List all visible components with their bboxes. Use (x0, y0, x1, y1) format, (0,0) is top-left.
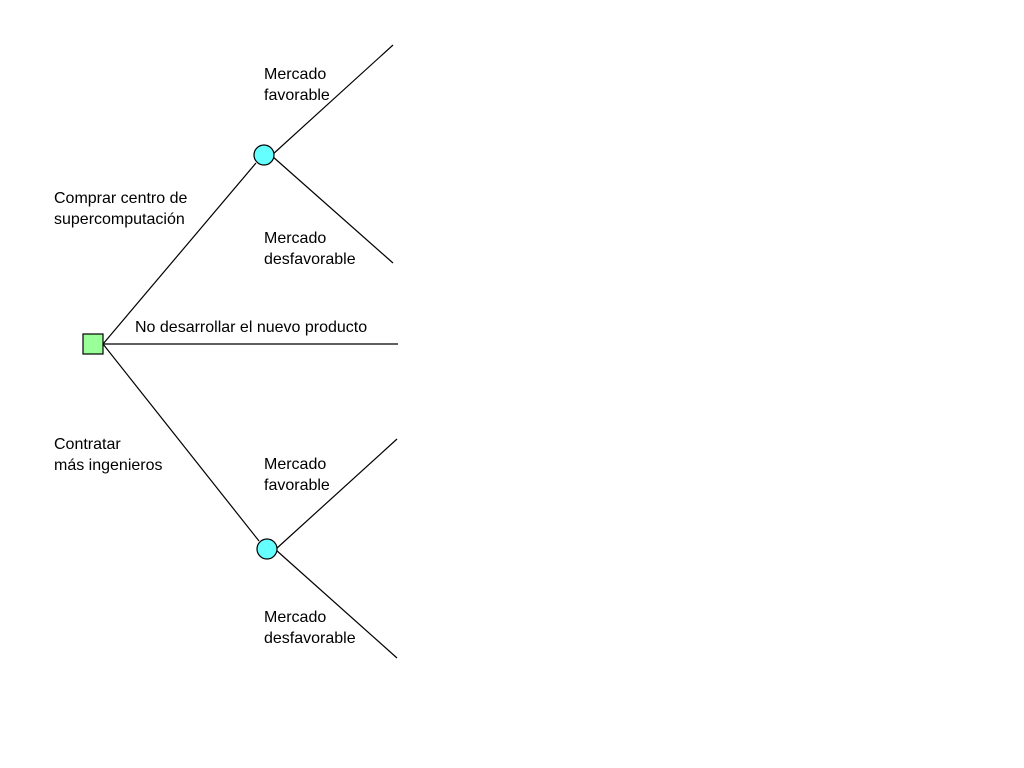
branch-label-buy-line1: Comprar centro de (54, 190, 188, 207)
outcome-label-line2: desfavorable (264, 630, 356, 647)
branch-label-hire-line1: Contratar (54, 436, 121, 453)
hire-favorable-line (275, 438, 398, 550)
hire-unfavorable-line (275, 549, 398, 659)
outcome-label-line1: Mercado (264, 230, 327, 247)
buy-unfavorable-line (271, 155, 394, 264)
branch-label-hire-line2: más ingenieros (54, 457, 163, 474)
buy-favorable-line (271, 44, 394, 156)
outcome-label-line1: Mercado (264, 66, 327, 83)
decision-square-icon (82, 333, 104, 355)
outcome-label-line2: desfavorable (264, 251, 356, 268)
chance-circle-icon (256, 538, 278, 560)
outcome-label-buy-unfavorable: Mercado desfavorable (264, 228, 356, 270)
outcome-label-buy-favorable: Mercado favorable (264, 64, 330, 106)
branch-label-none: No desarrollar el nuevo producto (135, 317, 367, 338)
outcome-label-line2: favorable (264, 87, 330, 104)
outcome-label-hire-favorable: Mercado favorable (264, 454, 330, 496)
branch-label-buy: Comprar centro de supercomputación (54, 188, 187, 230)
outcome-label-line1: Mercado (264, 456, 327, 473)
outcome-label-line1: Mercado (264, 609, 327, 626)
branch-label-none-text: No desarrollar el nuevo producto (135, 319, 368, 336)
outcome-label-line2: favorable (264, 477, 330, 494)
branch-buy-line (102, 162, 257, 345)
outcome-label-hire-unfavorable: Mercado desfavorable (264, 607, 356, 649)
chance-circle-icon (253, 144, 275, 166)
branch-hire-line (102, 343, 260, 542)
branch-label-hire: Contratar más ingenieros (54, 434, 163, 476)
branch-label-buy-line2: supercomputación (54, 211, 185, 228)
